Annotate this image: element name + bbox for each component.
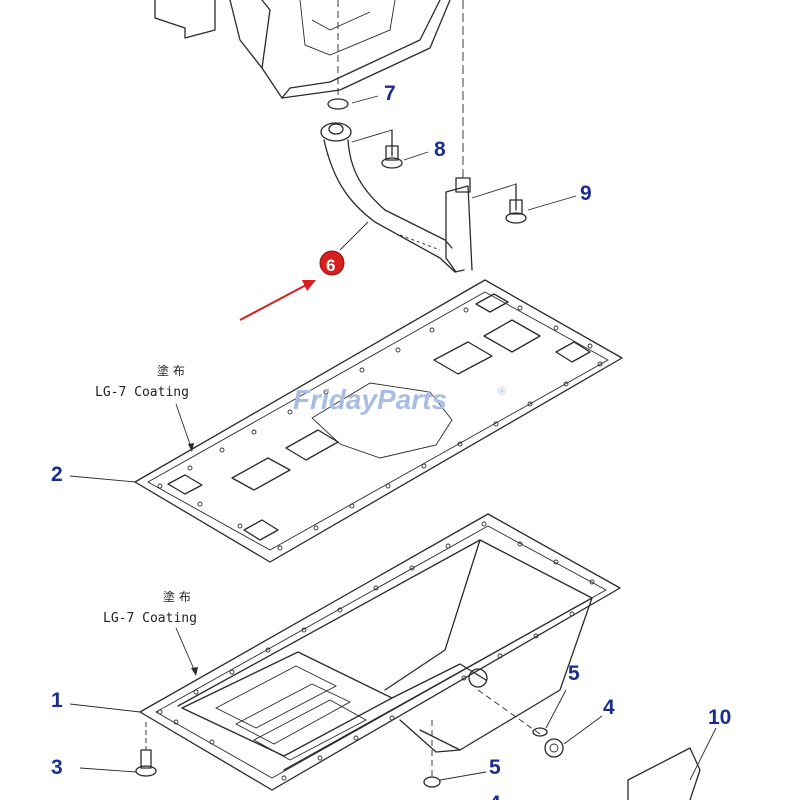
o-ring-7 <box>327 98 349 110</box>
callout-5-upper[interactable]: 5 <box>568 662 580 685</box>
callout-5-lower[interactable]: 5 <box>489 756 501 779</box>
bolt-8 <box>381 129 429 169</box>
gasket-2 <box>134 279 623 563</box>
callout-numbers: 7 8 9 2 1 3 5 4 10 5 4 <box>51 82 731 800</box>
callout-7[interactable]: 7 <box>384 82 396 105</box>
suction-tube-6 <box>320 0 517 273</box>
watermark-registered-mark: ® <box>498 386 506 398</box>
washers-5 <box>423 689 567 788</box>
coating-kanji-upper: 塗 布 <box>157 363 185 378</box>
callout-6-badge[interactable]: 6 <box>319 250 345 276</box>
part-10 <box>627 727 717 800</box>
coating-kanji-lower: 塗 布 <box>163 589 191 604</box>
highlight-arrow <box>239 280 316 321</box>
callout-6: 6 <box>326 256 335 275</box>
callout-3[interactable]: 3 <box>51 756 63 779</box>
watermark-text: FridayParts <box>293 384 447 415</box>
callout-8[interactable]: 8 <box>434 138 446 161</box>
oil-pan-1 <box>139 513 621 791</box>
coating-label-lower: LG-7 Coating <box>103 611 197 626</box>
callout-4-upper[interactable]: 4 <box>603 696 615 719</box>
bolt-9 <box>505 183 577 224</box>
callout-1[interactable]: 1 <box>51 689 63 712</box>
callout-9[interactable]: 9 <box>580 182 592 205</box>
callout-10[interactable]: 10 <box>708 706 731 729</box>
callout-2[interactable]: 2 <box>51 463 63 486</box>
bolt-3 <box>79 722 157 777</box>
coating-label-upper: LG-7 Coating <box>95 385 189 400</box>
callout-4-lower[interactable]: 4 <box>489 792 501 800</box>
drain-plug-4 <box>544 715 603 758</box>
engine-block <box>154 0 451 99</box>
